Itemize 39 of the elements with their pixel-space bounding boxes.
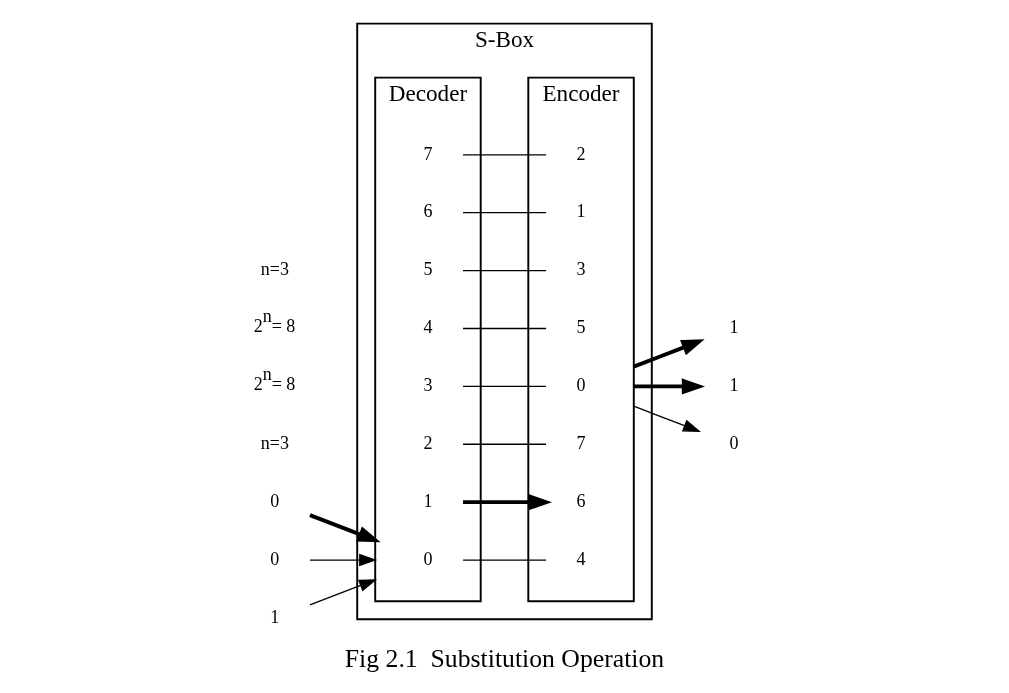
node-text: 0	[576, 375, 586, 396]
connector	[462, 212, 547, 214]
arrow	[633, 378, 705, 395]
node-text: 5	[423, 259, 433, 280]
node-text: 1	[729, 375, 739, 396]
node-text: 1	[729, 317, 739, 338]
arrow	[309, 553, 378, 567]
arrow	[309, 513, 381, 543]
label: n=3	[260, 433, 289, 454]
node-text: 6	[423, 201, 433, 222]
node-text: 6	[576, 490, 586, 511]
node-text: 7	[576, 433, 586, 454]
connector	[462, 269, 547, 272]
node-text: 3	[423, 375, 433, 396]
connector	[462, 327, 547, 330]
arrow	[633, 339, 705, 369]
caption: Fig 2.1 Substitution Operation	[344, 643, 665, 673]
node-text: 4	[423, 317, 433, 338]
node-text: 5	[576, 317, 586, 338]
node-text: 3	[576, 259, 586, 280]
label: n=3	[260, 259, 289, 280]
node-text: 0	[270, 548, 280, 569]
node-text: 7	[423, 143, 433, 164]
connector	[462, 154, 547, 156]
node-text: 1	[576, 201, 586, 222]
connector	[462, 559, 547, 561]
node-text: 2	[576, 143, 586, 164]
node-text: 0	[729, 433, 739, 454]
arrow	[463, 494, 552, 511]
node-text: 2	[423, 433, 433, 454]
node-text: 1	[423, 490, 433, 511]
node-text: 0	[423, 548, 433, 569]
connector	[462, 443, 547, 445]
arrow	[633, 405, 701, 432]
arrow	[309, 579, 378, 606]
node-text: 1	[270, 606, 280, 627]
node-text: 4	[576, 548, 586, 569]
connector	[462, 385, 547, 388]
node-text: 0	[270, 490, 280, 511]
